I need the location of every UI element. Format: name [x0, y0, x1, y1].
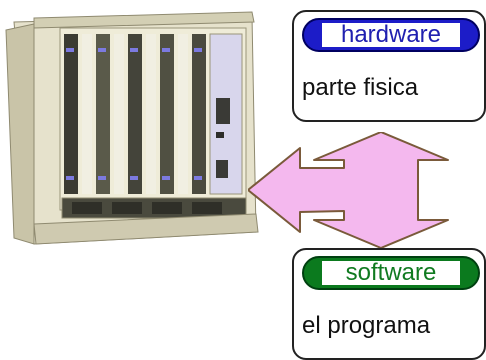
software-card: software el programa	[292, 248, 486, 360]
hardware-card: hardware parte fisica	[292, 10, 486, 122]
double-arrow-icon	[248, 132, 449, 249]
software-label-pill: software	[302, 256, 480, 290]
hardware-description: parte fisica	[302, 74, 419, 101]
server-rack-icon	[5, 11, 259, 245]
hardware-title: hardware	[322, 23, 460, 47]
software-title: software	[322, 261, 460, 285]
hardware-label-pill: hardware	[302, 18, 480, 52]
software-description: el programa	[302, 312, 431, 339]
